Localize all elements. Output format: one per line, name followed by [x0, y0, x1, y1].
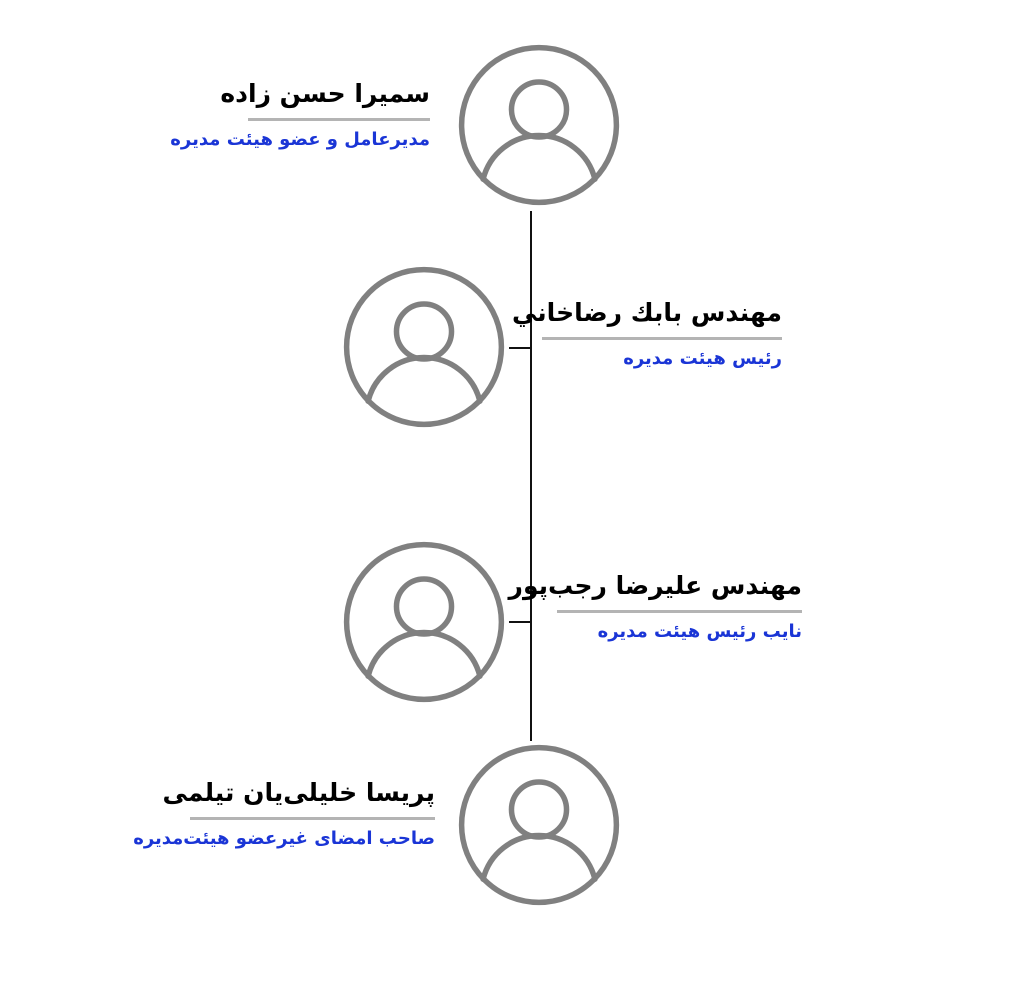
node-divider-node-1 [248, 118, 430, 122]
node-text-node-4: پریسا خلیلی‌یان تیلمی صاحب امضای غیرعضو … [75, 777, 435, 851]
node-name-node-1: سمیرا حسن زاده [220, 79, 430, 108]
person-avatar-icon [458, 744, 620, 906]
node-divider-node-4 [190, 817, 435, 821]
avatar-node-2 [338, 261, 510, 433]
node-name-node-2: مهندس بابك رضاخاني [512, 298, 782, 327]
node-text-node-3: مهندس علیرضا رجب‌پور نایب رئیس هیئت مدیر… [442, 570, 802, 644]
connector-branch-node-3 [509, 621, 532, 623]
avatar-node-4 [453, 739, 625, 911]
node-divider-node-3 [557, 610, 802, 614]
node-text-node-1: سمیرا حسن زاده مدیرعامل و عضو هیئت مدیره [70, 78, 430, 152]
node-title-node-4: صاحب امضای غیرعضو هیئت‌مدیره [133, 828, 435, 850]
person-avatar-icon [458, 44, 620, 206]
person-avatar-icon [343, 266, 505, 428]
connector-trunk-vertical [530, 211, 532, 741]
node-name-node-4: پریسا خلیلی‌یان تیلمی [162, 778, 435, 807]
node-text-node-2: مهندس بابك رضاخاني رئیس هیئت مدیره [422, 297, 782, 371]
node-title-node-3: نایب رئیس هیئت مدیره [597, 621, 802, 643]
node-divider-node-2 [542, 337, 782, 341]
avatar-node-3 [338, 536, 510, 708]
avatar-node-1 [453, 39, 625, 211]
node-title-node-2: رئیس هیئت مدیره [623, 348, 782, 370]
person-avatar-icon [343, 541, 505, 703]
node-title-node-1: مدیرعامل و عضو هیئت مدیره [170, 129, 430, 151]
connector-branch-node-2 [509, 347, 532, 349]
node-name-node-3: مهندس علیرضا رجب‌پور [508, 571, 802, 600]
